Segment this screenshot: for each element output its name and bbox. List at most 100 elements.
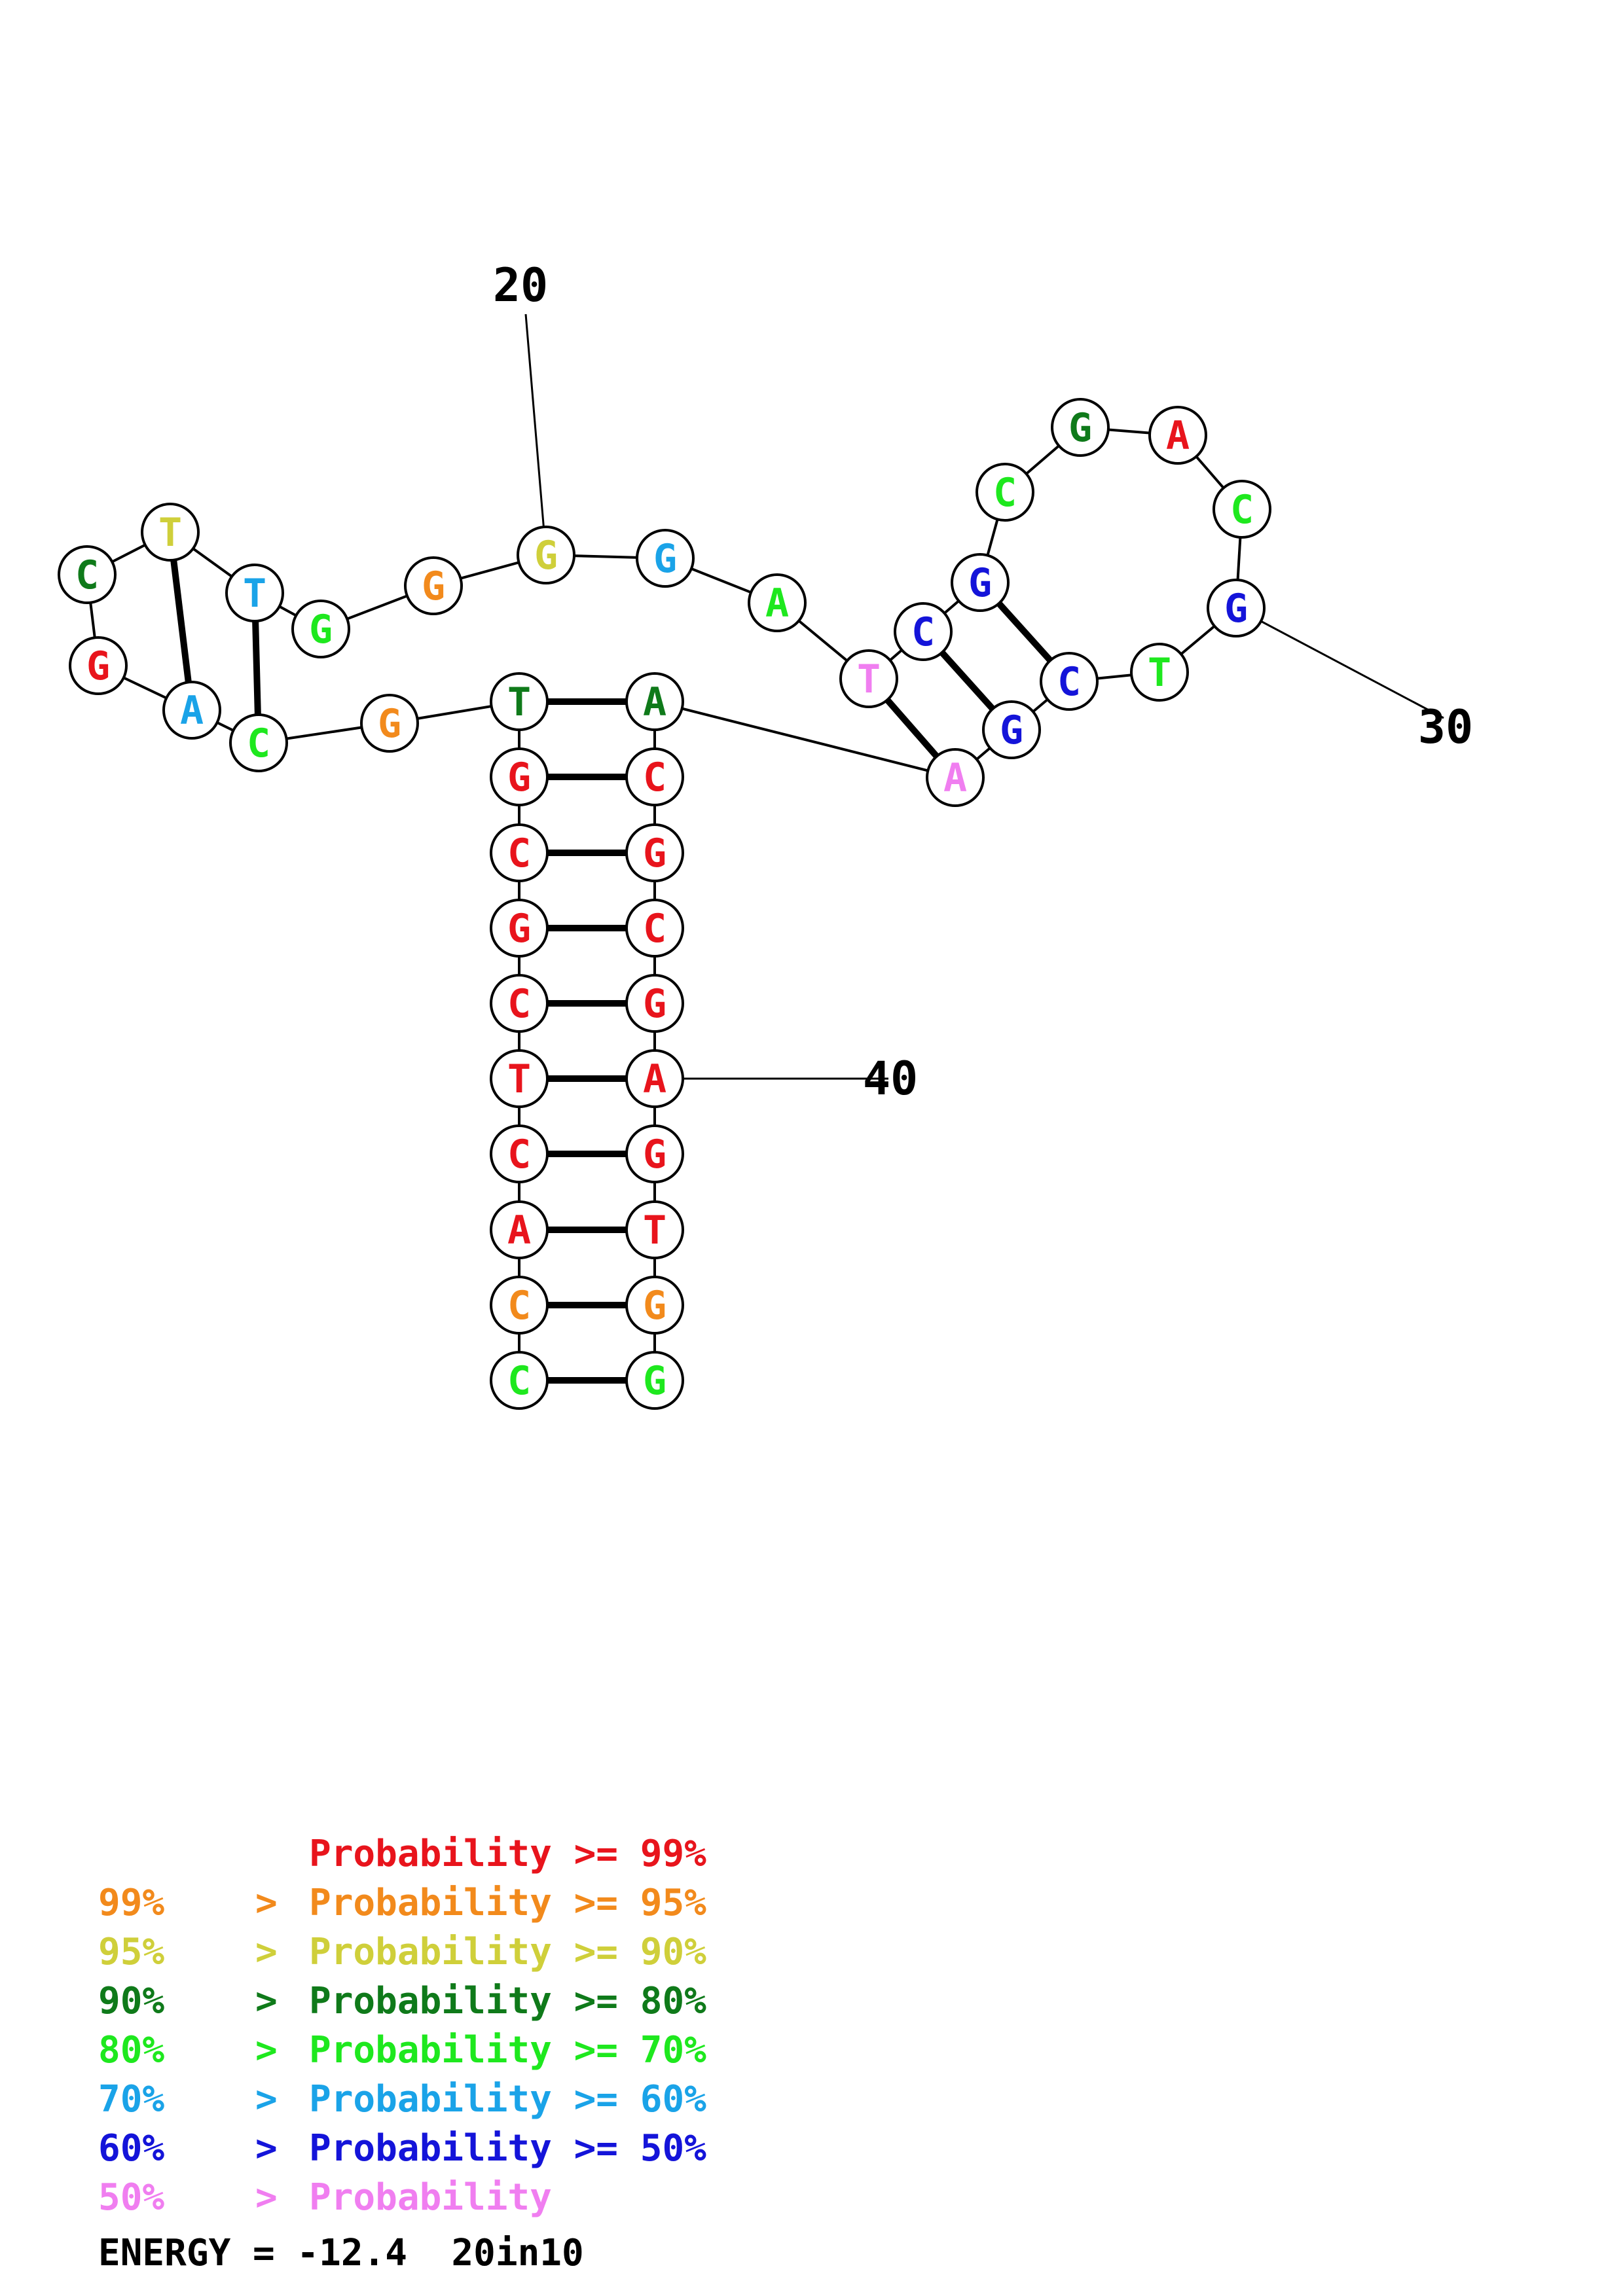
nucleotide-circle (951, 553, 1010, 612)
legend-row: 99%>Probability >= 95% (98, 1878, 706, 1928)
nucleotide-circle (625, 974, 684, 1033)
nucleotide-22: A (748, 573, 807, 632)
nucleotide-4: C (490, 1124, 549, 1183)
nucleotide-5: T (490, 1049, 549, 1108)
legend-threshold-upper: 80% (98, 2029, 165, 2072)
nucleotide-circle (625, 1276, 684, 1335)
legend-range-text: Probability >= 70% (309, 2029, 706, 2072)
nucleotide-letter: T (507, 679, 531, 725)
base-pair-bond (170, 560, 192, 683)
nucleotide-circle (490, 1124, 549, 1183)
nucleotide-letter: G (534, 533, 558, 579)
nucleotide-23: T (839, 649, 898, 708)
nucleotide-13: A (162, 681, 221, 740)
nucleotide-circle (404, 556, 463, 615)
nucleotide-circle (625, 672, 684, 731)
nucleotide-letter: A (643, 1056, 666, 1102)
legend-row: 90% > Probability >= 80% (98, 1977, 706, 2026)
nucleotide-circle (291, 600, 350, 658)
nucleotide-circle (625, 1351, 684, 1410)
base-pair-bond (252, 620, 261, 715)
nucleotide-28: A (1148, 406, 1207, 465)
nucleotide-37: G (625, 823, 684, 882)
legend-threshold-upper: 90% (98, 1980, 165, 2022)
nucleotide-circle (58, 545, 117, 604)
nucleotide-26: C (976, 463, 1034, 522)
legend-range-text: Probability >= 80% (309, 1980, 706, 2022)
legend-range-text: Probability >= 95% (309, 1882, 706, 1924)
nucleotide-letter: C (507, 831, 531, 876)
nucleotide-letter: C (643, 906, 666, 952)
nucleotide-circle (976, 463, 1034, 522)
nucleotide-16: T (141, 503, 200, 562)
nucleotide-15: C (58, 545, 117, 604)
legend-range-text: Probability >= 60% (309, 2078, 706, 2121)
legend-row: 80%>Probability >= 70% (98, 2026, 706, 2075)
nucleotide-24: C (894, 602, 953, 661)
nucleotide-letter: G (1000, 708, 1023, 753)
nucleotide-14: G (69, 636, 128, 695)
nucleotide-circle (490, 899, 549, 958)
nucleotide-circle (926, 748, 985, 807)
nucleotide-letter: C (507, 1132, 531, 1177)
nucleotide-12: C (229, 713, 288, 772)
legend-row: 95%>Probability >= 90% (98, 1928, 706, 1977)
nucleotide-42: T (625, 1200, 684, 1259)
legend-operator: > (255, 1980, 278, 2022)
nucleotide-35: A (625, 672, 684, 731)
nucleotide-44: G (625, 1351, 684, 1410)
nucleotide-25: G (951, 553, 1010, 612)
nucleotide-41: G (625, 1124, 684, 1183)
nucleotide-38: C (625, 899, 684, 958)
nucleotide-18: G (291, 600, 350, 658)
nucleotide-circle (490, 974, 549, 1033)
nucleotide-letter: C (993, 470, 1017, 516)
nucleotide-2: C (490, 1276, 549, 1335)
nucleotide-letter: G (1224, 586, 1248, 632)
nucleotide-29: C (1213, 480, 1271, 539)
nucleotide-circle (490, 747, 549, 806)
nucleotide-8: C (490, 823, 549, 882)
legend-range-text: Probability >= 99% (309, 1833, 706, 1875)
nucleotide-31: T (1130, 643, 1189, 702)
nucleotide-letter: C (643, 755, 666, 800)
nucleotide-letter: G (86, 643, 110, 689)
base-pair-layer (170, 560, 1053, 1384)
nucleotide-letter: T (158, 510, 182, 556)
nucleotide-circle (625, 823, 684, 882)
legend-row: 60%>Probability >= 50% (98, 2124, 706, 2173)
nucleotide-circle (225, 564, 284, 622)
position-leader-line (524, 314, 547, 556)
nucleotide-circle (229, 713, 288, 772)
nucleotide-circle (982, 700, 1041, 759)
nucleotide-letter: A (943, 755, 967, 801)
legend-row: 70%>Probability >= 60% (98, 2075, 706, 2124)
nucleotide-circle (748, 573, 807, 632)
nucleotide-circle (490, 1276, 549, 1335)
nucleotide-letter: C (247, 721, 270, 766)
legend-operator (255, 1829, 309, 1878)
base-pair-bond (884, 698, 939, 759)
nucleotide-letter: G (643, 1132, 666, 1177)
nucleotide-36: C (625, 747, 684, 806)
nucleotide-letter: G (507, 906, 531, 952)
nucleotide-circle (625, 899, 684, 958)
nucleotide-circle (1040, 652, 1099, 711)
nucleotide-circle (1130, 643, 1189, 702)
nucleotide-letter: T (857, 656, 881, 702)
nucleotide-40: A (625, 1049, 684, 1108)
nucleotide-circle (625, 1124, 684, 1183)
nucleotide-letter: A (180, 688, 204, 734)
nucleotide-circle (625, 747, 684, 806)
nucleotide-circle (894, 602, 953, 661)
legend-threshold-upper: 70% (98, 2078, 165, 2121)
nucleotide-letter: C (75, 552, 99, 598)
nucleotide-circle (839, 649, 898, 708)
position-leader-line (1235, 607, 1444, 719)
nucleotide-letter: G (309, 607, 333, 653)
nucleotide-letter: C (507, 1283, 531, 1329)
nucleotide-letter: T (1148, 650, 1171, 696)
nucleotide-17: T (225, 564, 284, 622)
